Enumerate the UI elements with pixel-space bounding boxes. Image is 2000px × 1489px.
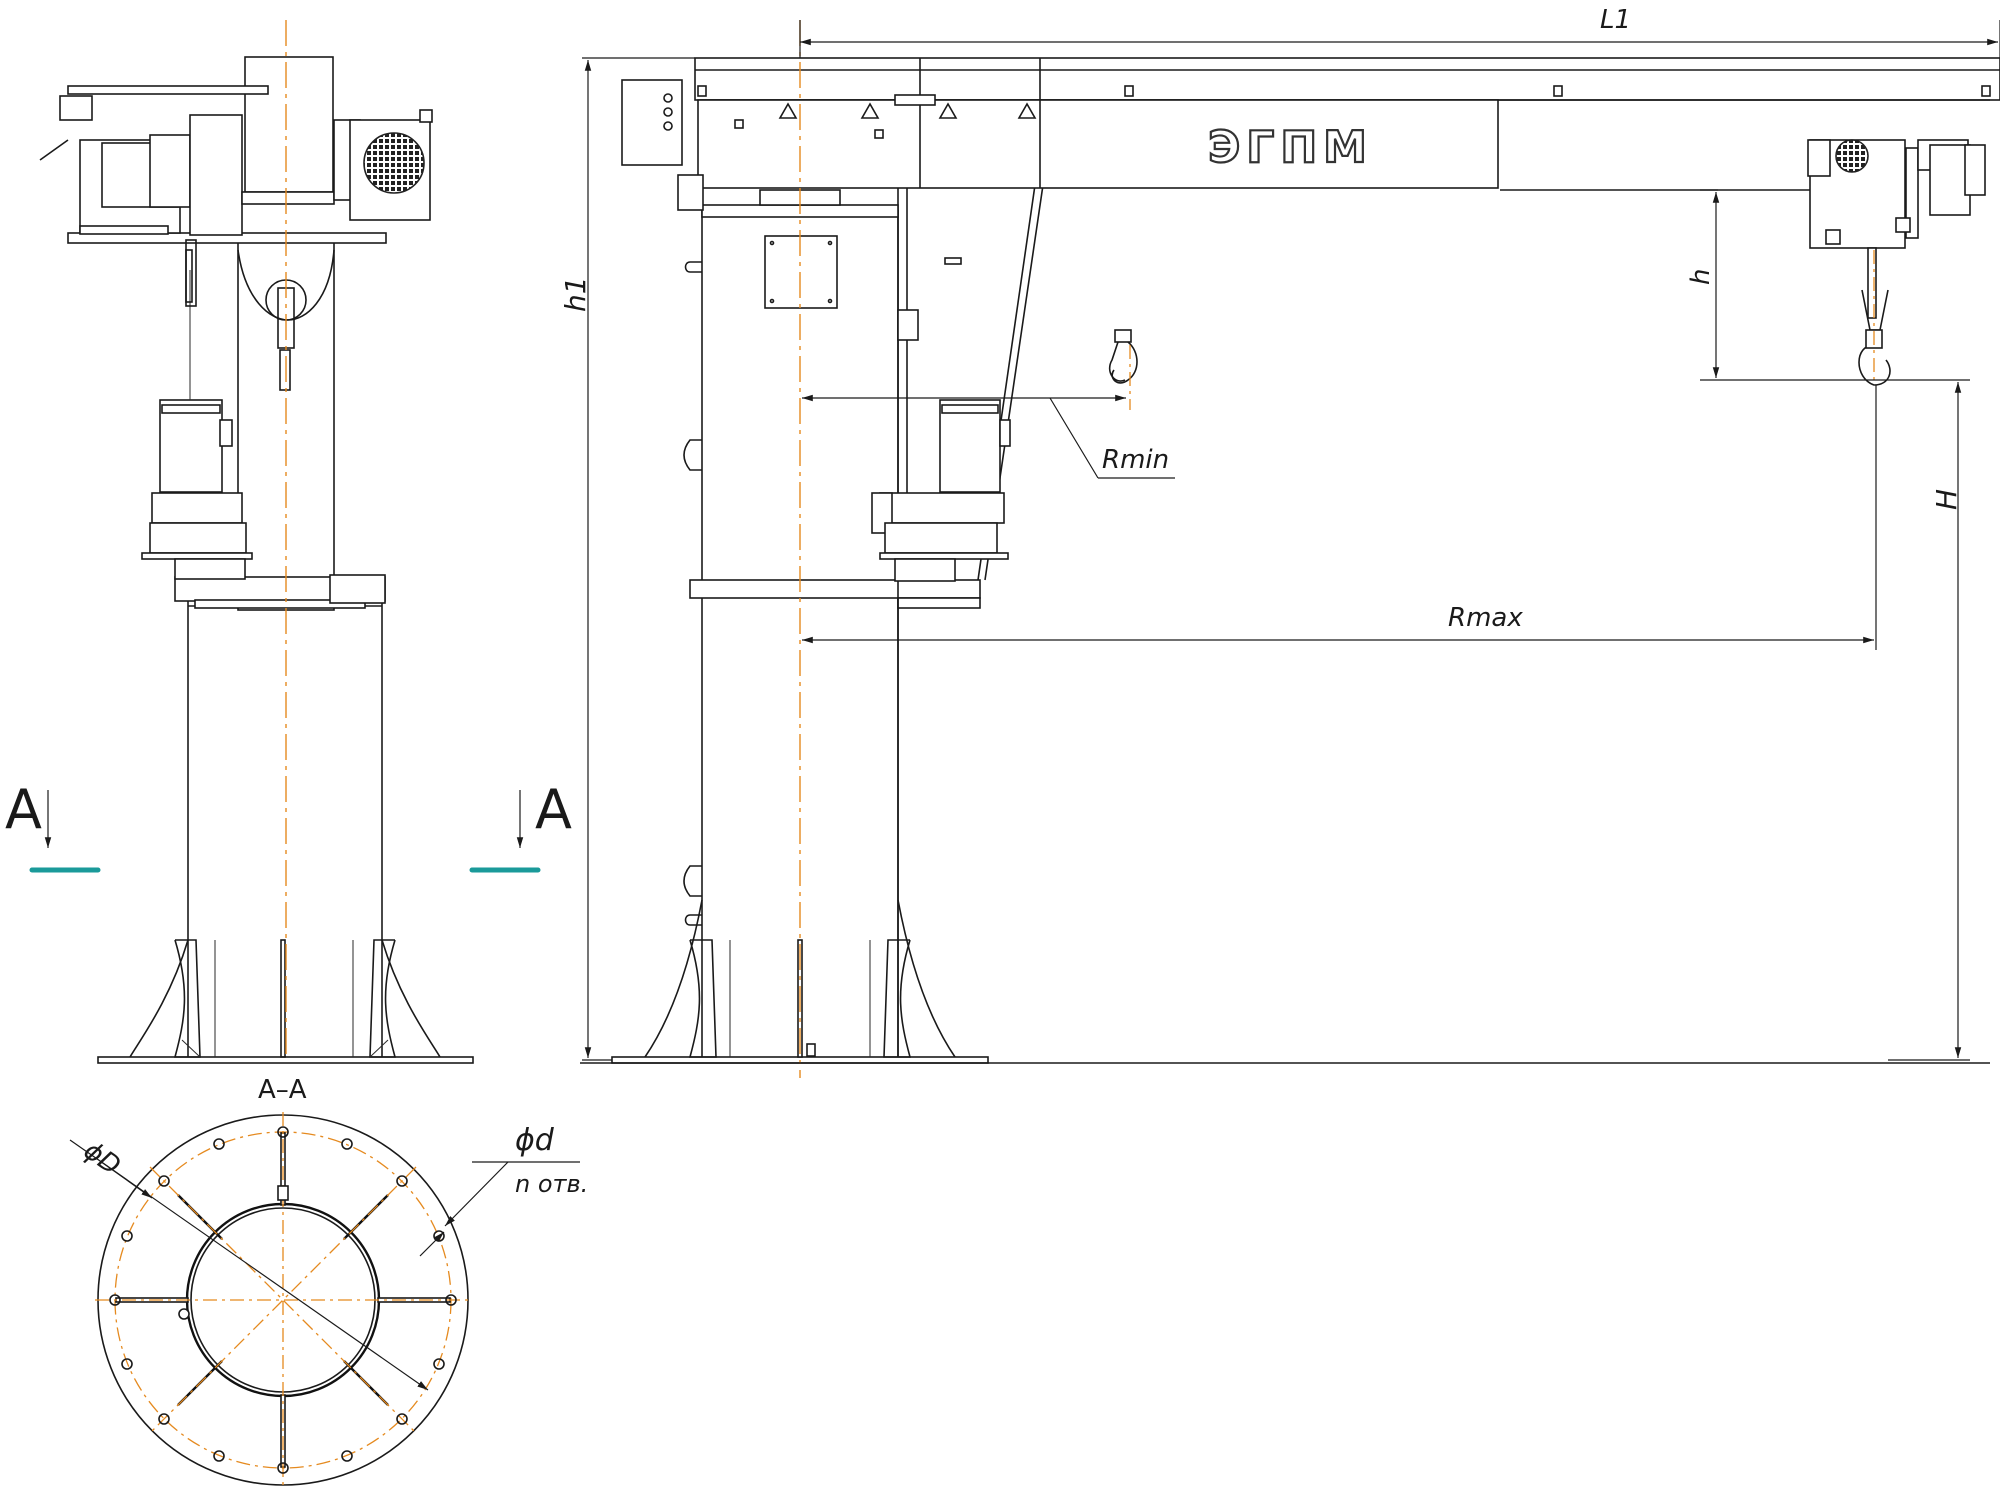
hook-min-position <box>1108 329 1138 384</box>
dim-Rmin-label: Rmin <box>1102 445 1169 475</box>
dim-H-label: H <box>1930 489 1963 510</box>
section-letter-left: A <box>5 778 42 841</box>
section-cut-right: A <box>469 778 572 873</box>
dim-L1-label: L1 <box>1600 5 1631 35</box>
dimension-L1: L1 <box>799 5 2000 58</box>
brand-logo: ЭГПМ <box>1208 122 1373 173</box>
dimension-h1: h1 <box>559 57 695 1061</box>
dimension-h: h <box>1686 189 1880 381</box>
dimension-H: H <box>1880 379 1970 1061</box>
section-cut-left: A <box>5 778 101 873</box>
dim-hole-diameter-d: ϕd <box>515 1123 555 1158</box>
section-a-a: A–A <box>69 1075 588 1488</box>
dim-Rmax-label: Rmax <box>1448 603 1523 633</box>
festoon-carriers <box>697 85 1991 119</box>
dim-h1-label: h1 <box>559 276 592 312</box>
dim-hole-count: n отв. <box>515 1170 588 1198</box>
section-a-a-title: A–A <box>258 1075 307 1105</box>
bolt-holes <box>109 1126 457 1474</box>
side-view <box>39 56 474 1064</box>
front-view: ЭГПМ <box>611 57 2000 1064</box>
section-letter-right: A <box>535 778 572 841</box>
dim-h-label: h <box>1686 269 1716 285</box>
dimension-Rmin: Rmin <box>802 394 1175 479</box>
dimension-Rmax: Rmax <box>802 385 1877 650</box>
